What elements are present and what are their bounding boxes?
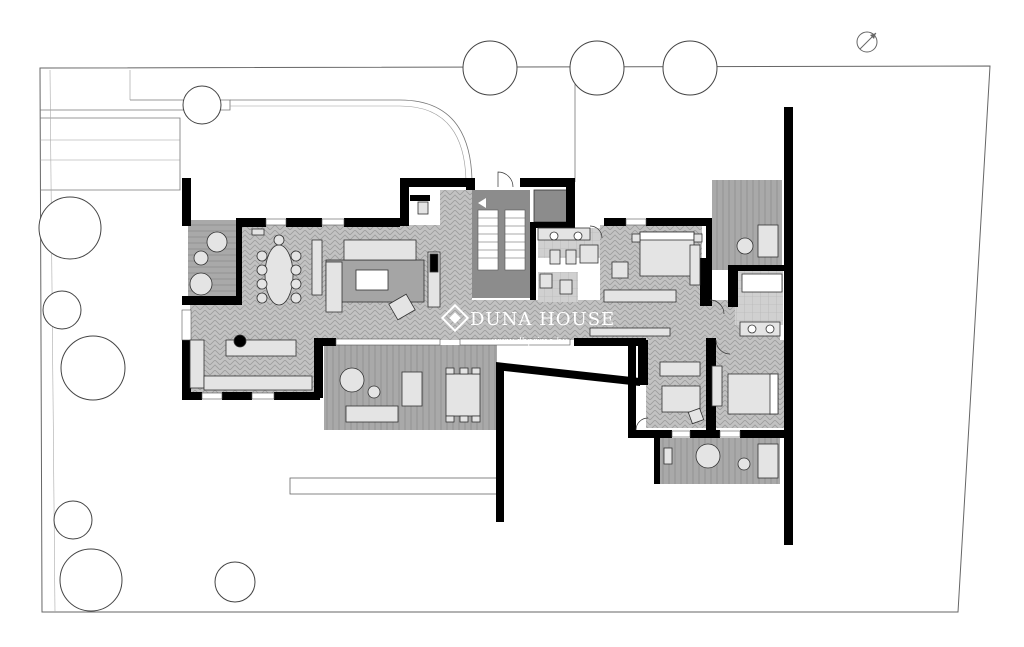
outdoor-sofa [345,405,399,423]
vanity [537,227,591,241]
walls [182,107,793,545]
north-arrow-icon [856,31,878,53]
dining-chairs [256,234,302,304]
side-table [193,250,209,266]
tree [182,85,222,125]
bench [603,289,677,303]
planter [663,447,673,465]
outdoor-sofa [757,224,779,258]
kitchen-counter [189,339,205,389]
shower [579,244,599,264]
nightstand [693,233,703,243]
lounge-chair [695,443,721,469]
sofa [325,261,343,313]
tree [462,40,518,96]
tree [569,40,625,96]
stair-core [472,189,569,298]
tree [38,196,102,260]
side-table [737,457,751,471]
lounge-chair [736,237,754,255]
tree [59,548,123,612]
chair [687,407,705,425]
armchair [388,293,416,321]
outdoor-dining-table [445,373,481,417]
wardrobe [711,365,723,407]
wardrobe [689,244,701,286]
outdoor-sofa [401,371,423,407]
desk [659,361,701,377]
kitchen-counter [203,375,313,391]
sofa [343,239,417,261]
coffee-table [355,269,389,291]
doors [497,171,731,431]
lounge-chair [189,272,213,296]
nightstand [631,233,641,243]
lounge-chair [339,367,365,393]
lounge-chair [206,231,228,253]
bathtub [741,273,783,293]
outdoor-sofa [757,443,779,479]
tree [42,290,82,330]
wc-sink [559,279,573,295]
trees [38,40,718,612]
dining-table [264,244,294,306]
wc-toilet [539,273,553,289]
bed [661,385,701,413]
entry-toilet [417,201,429,215]
side-table [367,385,381,399]
pendant [233,334,247,348]
bidet [565,249,577,265]
media-console [251,228,265,236]
sideboard [311,239,323,296]
tree [662,40,718,96]
outdoor-chairs [445,367,481,423]
hall-floor [190,300,780,340]
furniture [189,201,783,479]
watermark-url: www.dhprime.hu [492,337,568,347]
bench [589,327,671,337]
tree [60,335,126,401]
toilet [549,249,561,265]
windows [181,218,741,438]
watermark-brand: DUNA HOUSE [470,309,615,330]
tree [214,561,256,603]
armchair [611,261,629,279]
tree [53,500,93,540]
